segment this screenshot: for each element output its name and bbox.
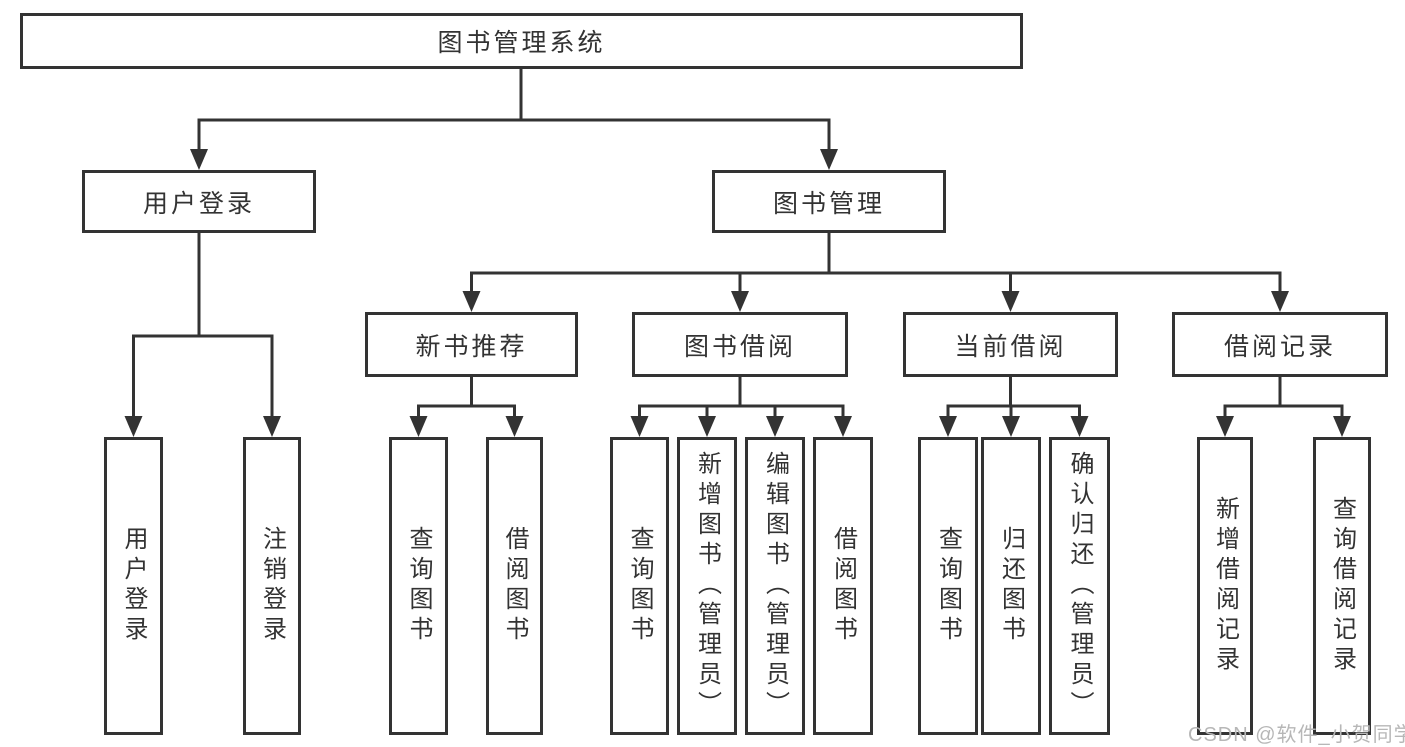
node-book-borrow: 图书借阅 <box>632 312 848 377</box>
node-borrow-records: 借阅记录 <box>1172 312 1388 377</box>
connector-root-to-level1 <box>197 67 831 156</box>
node-new-book-recommend: 新书推荐 <box>365 312 578 377</box>
arrowhead <box>263 416 281 437</box>
watermark: CSDN @软件_小贺同学 <box>1188 724 1405 746</box>
connector-user-login-children <box>132 231 274 423</box>
leaf-query-books-recommend: 查询图书 <box>389 437 448 735</box>
leaf-query-borrow-record-label: 查询借阅记录 <box>1328 496 1356 676</box>
connector-book-borrow-children <box>638 375 845 423</box>
node-root: 图书管理系统 <box>20 13 1023 69</box>
leaf-borrow-books-label: 借阅图书 <box>829 526 857 646</box>
arrowhead <box>630 416 649 437</box>
arrowhead <box>939 416 957 437</box>
arrowhead <box>834 416 852 437</box>
leaf-query-books-borrow-label: 查询图书 <box>626 526 653 646</box>
arrowhead <box>1216 416 1234 437</box>
leaf-query-borrow-record: 查询借阅记录 <box>1313 437 1371 735</box>
leaf-logout-label: 注销登录 <box>258 526 286 646</box>
arrowhead <box>1070 416 1089 437</box>
arrowhead <box>820 149 838 170</box>
arrowhead <box>1271 291 1289 312</box>
arrowhead <box>1001 291 1020 312</box>
leaf-query-books-current-label: 查询图书 <box>934 526 962 646</box>
leaf-edit-books-admin-label: 编辑图书（管理员） <box>761 451 789 721</box>
leaf-edit-books-admin: 编辑图书（管理员） <box>745 437 805 735</box>
arrowhead <box>731 291 749 312</box>
leaf-add-books-admin: 新增图书（管理员） <box>677 437 737 735</box>
arrowhead <box>505 416 524 437</box>
connector-borrow-records-children <box>1223 375 1344 423</box>
leaf-logout: 注销登录 <box>243 437 301 735</box>
leaf-add-books-admin-label: 新增图书（管理员） <box>693 451 721 721</box>
leaf-add-borrow-record: 新增借阅记录 <box>1197 437 1253 735</box>
leaf-query-books-recommend-label: 查询图书 <box>405 526 432 646</box>
leaf-confirm-return-admin: 确认归还（管理员） <box>1049 437 1110 735</box>
node-borrow-records-label: 借阅记录 <box>1223 332 1336 361</box>
leaf-borrow-books-recommend: 借阅图书 <box>486 437 543 735</box>
leaf-return-books: 归还图书 <box>981 437 1041 735</box>
node-user-login-label: 用户登录 <box>142 189 255 218</box>
arrowhead <box>124 416 143 437</box>
connector-current-borrow-children <box>946 375 1081 423</box>
leaf-confirm-return-admin-label: 确认归还（管理员） <box>1066 451 1093 721</box>
leaf-add-borrow-record-label: 新增借阅记录 <box>1211 496 1239 676</box>
arrowhead <box>698 416 716 437</box>
leaf-user-login: 用户登录 <box>104 437 163 735</box>
arrowhead <box>462 291 481 312</box>
node-user-login: 用户登录 <box>82 170 316 233</box>
connector-new-book-children <box>417 375 516 423</box>
arrowhead <box>1333 416 1351 437</box>
leaf-user-login-label: 用户登录 <box>120 526 147 646</box>
node-current-borrow: 当前借阅 <box>903 312 1118 377</box>
connector-book-management-children <box>470 231 1282 300</box>
leaf-return-books-label: 归还图书 <box>997 526 1025 646</box>
node-new-book-recommend-label: 新书推荐 <box>415 332 528 361</box>
node-book-management: 图书管理 <box>712 170 946 233</box>
node-book-management-label: 图书管理 <box>772 189 885 218</box>
leaf-borrow-books: 借阅图书 <box>813 437 873 735</box>
node-root-label: 图书管理系统 <box>437 29 606 57</box>
node-book-borrow-label: 图书借阅 <box>683 332 796 361</box>
arrowhead <box>766 416 784 437</box>
leaf-query-books-current: 查询图书 <box>918 437 978 735</box>
node-current-borrow-label: 当前借阅 <box>954 332 1067 361</box>
arrowhead <box>409 416 428 437</box>
arrowhead <box>1002 416 1020 437</box>
leaf-borrow-books-recommend-label: 借阅图书 <box>501 526 528 646</box>
leaf-query-books-borrow: 查询图书 <box>610 437 669 735</box>
arrowhead <box>190 149 208 170</box>
